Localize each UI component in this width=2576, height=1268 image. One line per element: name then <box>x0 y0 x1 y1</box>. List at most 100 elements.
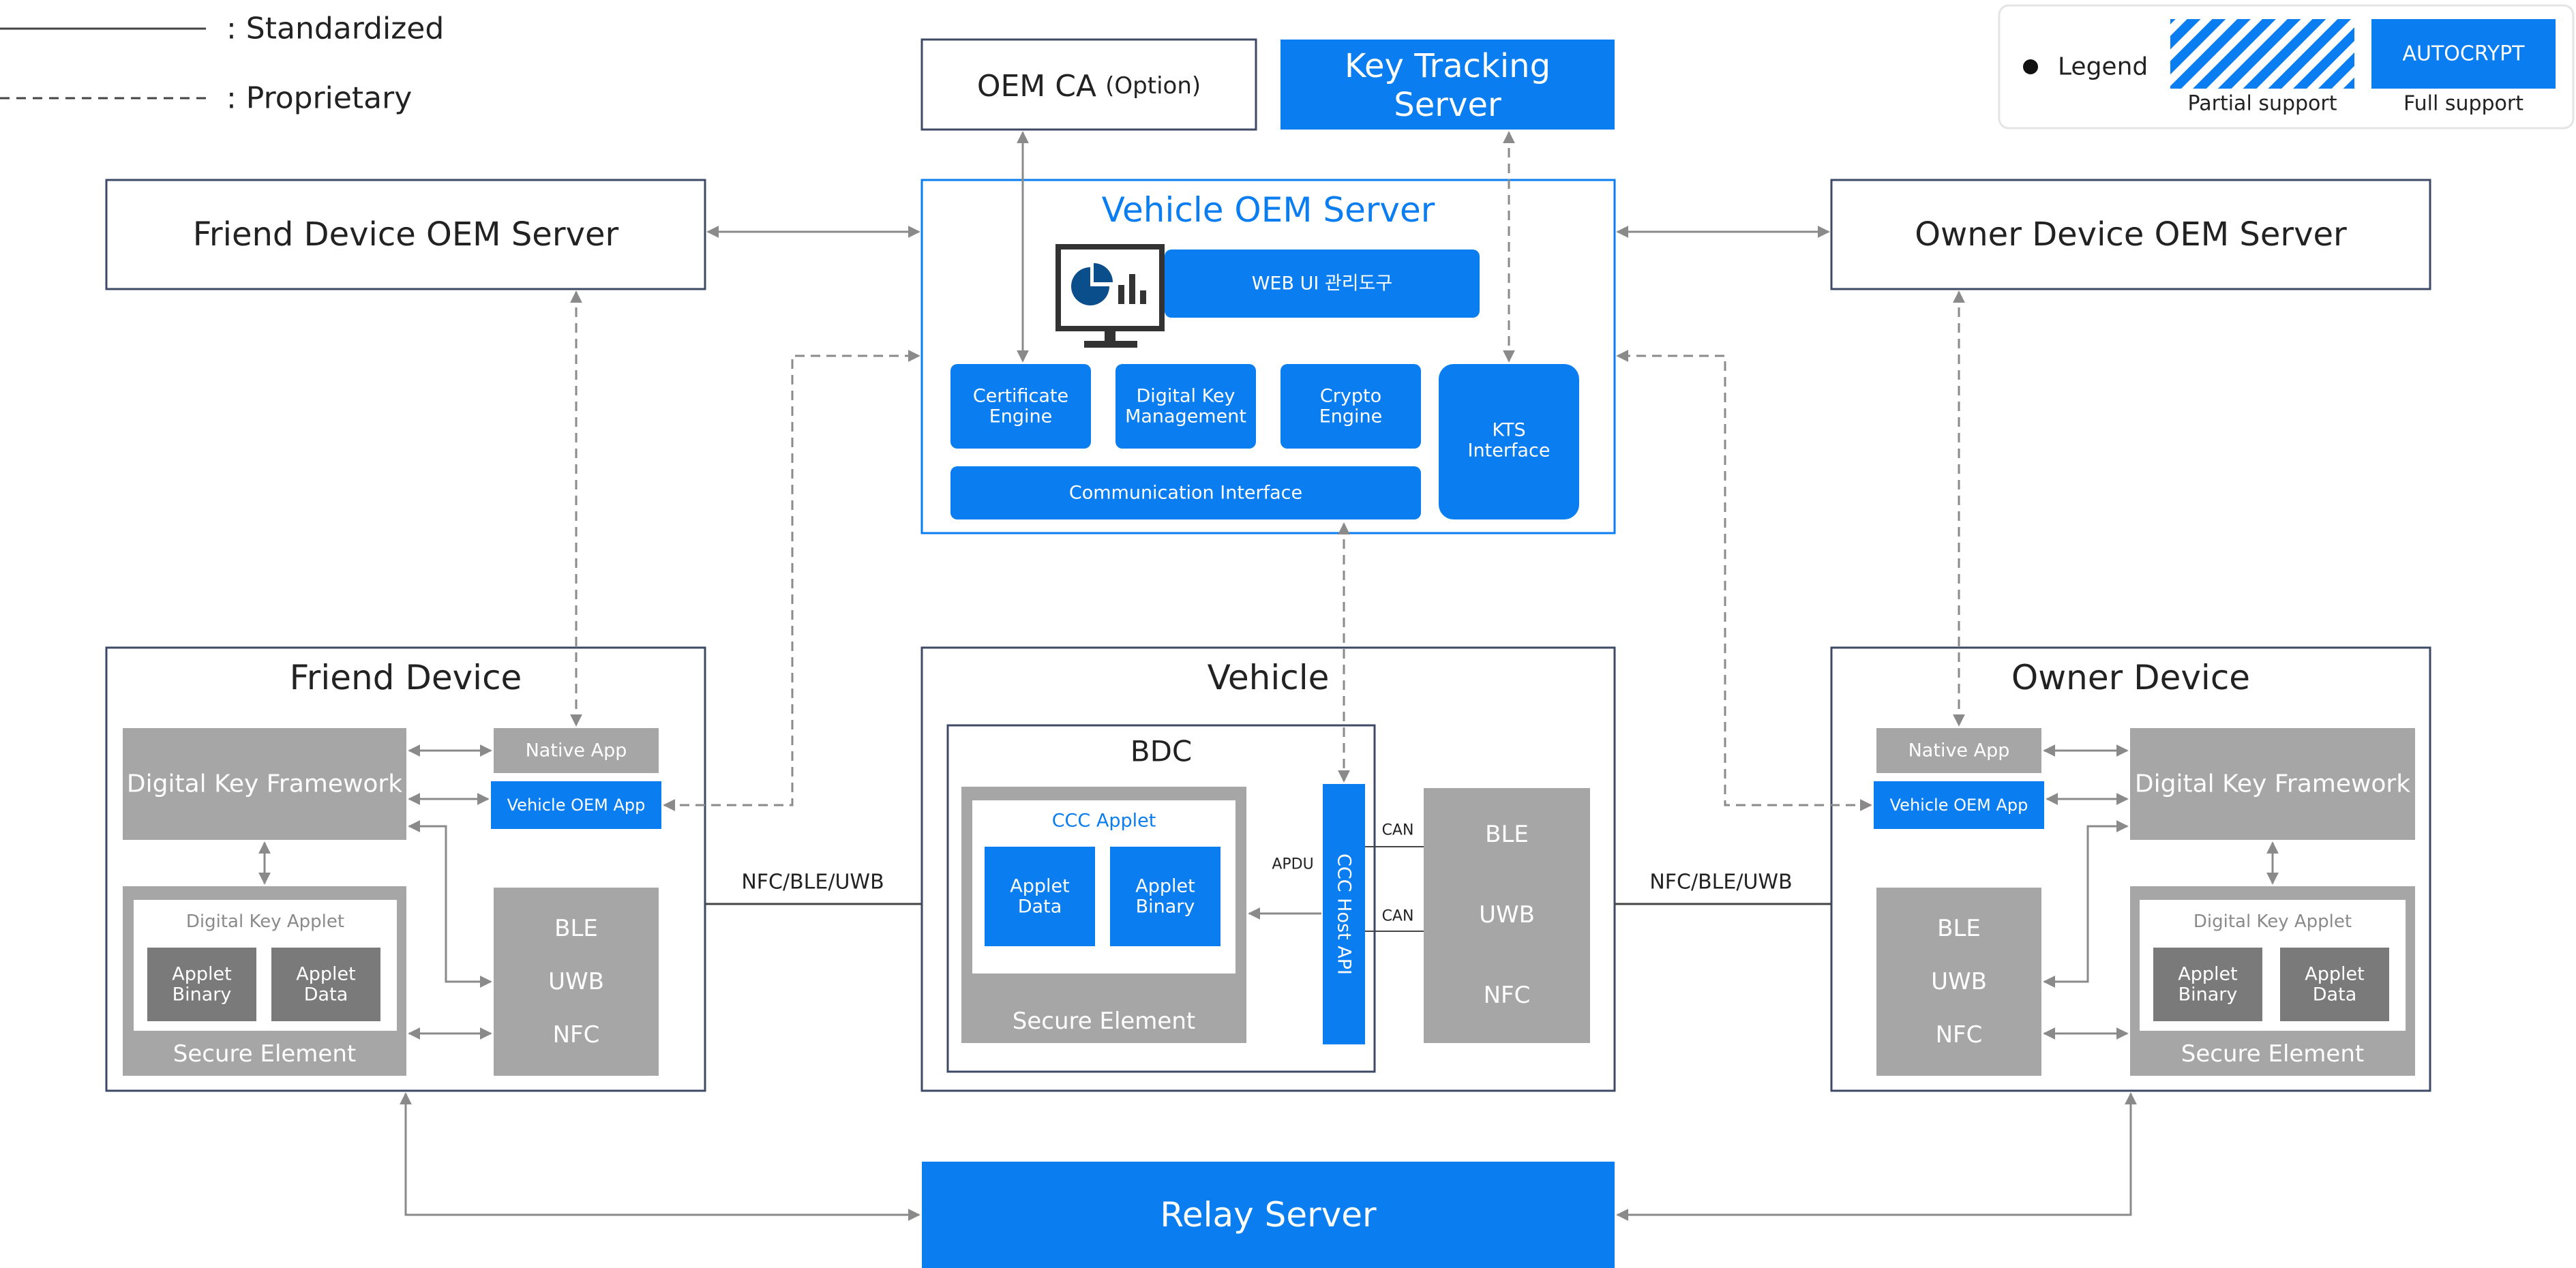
partial-support-swatch <box>2170 19 2354 89</box>
digital-key-management <box>1115 364 1256 449</box>
digital-key-management-line2: Management <box>1125 406 1246 427</box>
oem-ca: OEM CA (Option) <box>920 38 1257 131</box>
vehicle-radio-nfc: NFC <box>1484 982 1531 1009</box>
vehicle-applet-binary <box>1110 847 1220 946</box>
friend-digital-key-framework <box>123 728 406 840</box>
can-top-label: CAN <box>1382 822 1414 839</box>
arrow-owner-vehicle-app-oem <box>1616 350 1872 811</box>
friend-vehicle-oem-app <box>491 781 661 829</box>
friend-applet-data-line1: Applet <box>296 964 355 985</box>
friend-device: Friend Device Digital Key Framework Nati… <box>105 646 706 1092</box>
owner-native-app-label: Native App <box>1908 740 2010 761</box>
vehicle-title: Vehicle <box>1208 658 1330 697</box>
friend-vehicle-oem-app-label: Vehicle OEM App <box>507 796 646 815</box>
crypto-engine <box>1280 364 1421 449</box>
svg-text:OEM CA (Option): OEM CA (Option) <box>977 69 1201 104</box>
friend-secure-element-label: Secure Element <box>173 1040 356 1068</box>
certificate-engine <box>950 364 1091 449</box>
communication-interface <box>950 466 1421 519</box>
owner-secure-element-label: Secure Element <box>2181 1040 2364 1068</box>
vehicle-applet-data <box>985 847 1095 946</box>
ccc-host-api-label: CCC Host API <box>1334 854 1355 975</box>
friend-applet-data <box>271 948 380 1021</box>
arrow-friend-vehicle-app-oem <box>663 350 920 811</box>
arrow-owner-relay <box>1616 1092 2137 1221</box>
owner-device-oem-server: Owner Device OEM Server <box>1830 179 2431 290</box>
kts-interface-line1: KTS <box>1492 420 1525 441</box>
vehicle-applet-data-line1: Applet <box>1010 876 1069 897</box>
friend-radio-nfc: NFC <box>553 1021 600 1048</box>
owner-vehicle-oem-app-label: Vehicle OEM App <box>1890 796 2028 815</box>
connectors <box>258 131 2279 1221</box>
owner-digital-key-framework-label: Digital Key Framework <box>2135 770 2410 798</box>
vehicle-oem-server-title: Vehicle OEM Server <box>1102 190 1435 230</box>
friend-radio-ble: BLE <box>554 915 598 942</box>
owner-device: Owner Device Native App Vehicle OEM App … <box>1830 646 2431 1092</box>
legend-box: Legend AUTOCRYPT Partial support Full su… <box>1998 4 2575 130</box>
owner-applet-binary <box>2153 948 2262 1021</box>
web-ui-tool-label: WEB UI 관리도구 <box>1252 273 1393 295</box>
monitor-chart-icon <box>1055 244 1165 348</box>
owner-radio-uwb: UWB <box>1931 968 1987 995</box>
oem-ca-name: OEM CA <box>977 69 1096 104</box>
crypto-engine-line2: Engine <box>1319 406 1383 427</box>
apdu-label: APDU <box>1272 856 1313 873</box>
friend-native-app <box>494 728 659 773</box>
web-ui-tool <box>1165 250 1480 318</box>
digital-key-management-line1: Digital Key <box>1136 386 1235 407</box>
certificate-engine-line1: Certificate <box>973 386 1068 407</box>
proprietary-label: : Proprietary <box>226 81 412 116</box>
vehicle-radio-uwb: UWB <box>1479 901 1535 929</box>
owner-device-title: Owner Device <box>2011 658 2250 697</box>
arrow-owner-radio-fw <box>2043 820 2129 988</box>
kts-interface-line2: Interface <box>1468 440 1551 462</box>
vehicle-applet-binary-line2: Binary <box>1136 896 1195 918</box>
owner-applet-data-line1: Applet <box>2305 964 2364 985</box>
owner-applet-data <box>2280 948 2389 1021</box>
owner-radio-ble: BLE <box>1937 915 1981 942</box>
standardized-label: : Standardized <box>226 12 444 46</box>
friend-native-app-label: Native App <box>526 740 627 761</box>
certificate-engine-line2: Engine <box>989 406 1053 427</box>
can-bottom-label: CAN <box>1382 908 1414 925</box>
link-left-label: NFC/BLE/UWB <box>741 871 884 894</box>
full-support-swatch <box>2371 19 2556 89</box>
key-tracking-server: Key Tracking Server <box>1280 40 1615 130</box>
key-tracking-server-line1: Key Tracking <box>1345 47 1551 85</box>
vehicle-oem-server: Vehicle OEM Server WEB UI 관리도구 Certifica… <box>920 179 1616 534</box>
vehicle: Vehicle BDC CCC Applet Applet Data Apple… <box>920 646 1616 1092</box>
partial-support-label: Partial support <box>2188 92 2337 116</box>
friend-device-title: Friend Device <box>290 658 522 697</box>
owner-device-oem-server-label: Owner Device OEM Server <box>1915 215 2347 254</box>
owner-applet-binary-line2: Binary <box>2178 984 2238 1006</box>
full-support-swatch-label: AUTOCRYPT <box>2402 42 2525 66</box>
owner-digital-key-applet-label: Digital Key Applet <box>2193 911 2352 932</box>
bdc-title: BDC <box>1130 735 1192 768</box>
legend-title: Legend <box>2058 53 2148 81</box>
kts-interface <box>1439 364 1579 519</box>
owner-vehicle-oem-app <box>1874 781 2044 829</box>
vehicle-radio-block <box>1424 788 1590 1043</box>
oem-ca-option: (Option) <box>1105 72 1201 100</box>
link-right-label: NFC/BLE/UWB <box>1649 871 1792 894</box>
relay-server-label: Relay Server <box>1160 1195 1377 1235</box>
friend-device-oem-server: Friend Device OEM Server <box>105 179 706 290</box>
owner-radio-block <box>1876 888 2041 1076</box>
arrow-friend-relay <box>400 1092 920 1221</box>
friend-digital-key-framework-label: Digital Key Framework <box>127 770 402 798</box>
vehicle-radio-ble: BLE <box>1485 821 1529 848</box>
friend-digital-key-applet-label: Digital Key Applet <box>186 911 344 932</box>
key-tracking-server-line2: Server <box>1394 86 1501 124</box>
relay-server: Relay Server <box>922 1162 1615 1268</box>
friend-device-oem-server-label: Friend Device OEM Server <box>193 215 619 254</box>
vehicle-secure-element-label: Secure Element <box>1013 1008 1195 1035</box>
friend-applet-data-line2: Data <box>304 984 348 1006</box>
friend-applet-binary-line1: Applet <box>172 964 231 985</box>
vehicle-applet-binary-line1: Applet <box>1135 876 1195 897</box>
legend-bullet-icon <box>2023 59 2038 74</box>
vehicle-applet-data-line2: Data <box>1018 896 1062 918</box>
ccc-host-api <box>1323 784 1365 1044</box>
friend-applet-binary-line2: Binary <box>173 984 232 1006</box>
friend-applet-binary <box>147 948 256 1021</box>
